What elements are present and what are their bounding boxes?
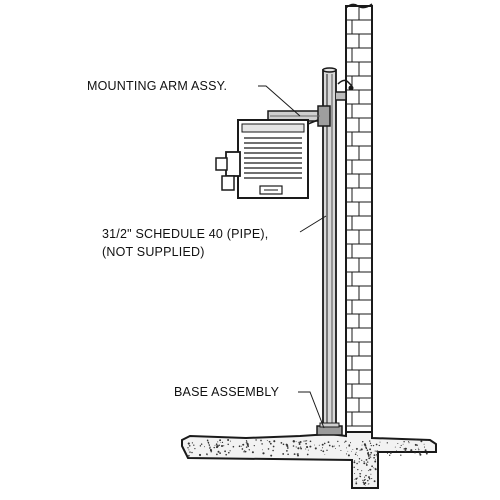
leader-lines xyxy=(258,85,327,429)
brick-wall xyxy=(345,3,373,443)
leader-pipe xyxy=(299,215,327,233)
label-pipe-line1: 31/2" SCHEDULE 40 (PIPE), xyxy=(102,227,268,241)
pipe xyxy=(322,67,337,433)
wall-bracket xyxy=(336,79,354,101)
label-mounting-arm: MOUNTING ARM ASSY. xyxy=(87,79,227,93)
label-pipe-line2: (NOT SUPPLIED) xyxy=(102,245,205,259)
leader-mounting-arm xyxy=(258,85,301,117)
heater-unit xyxy=(215,119,319,199)
label-base-assembly: BASE ASSEMBLY xyxy=(174,385,280,399)
base-assembly-part xyxy=(316,422,343,436)
leader-base xyxy=(298,391,325,429)
concrete-footing xyxy=(181,431,437,489)
